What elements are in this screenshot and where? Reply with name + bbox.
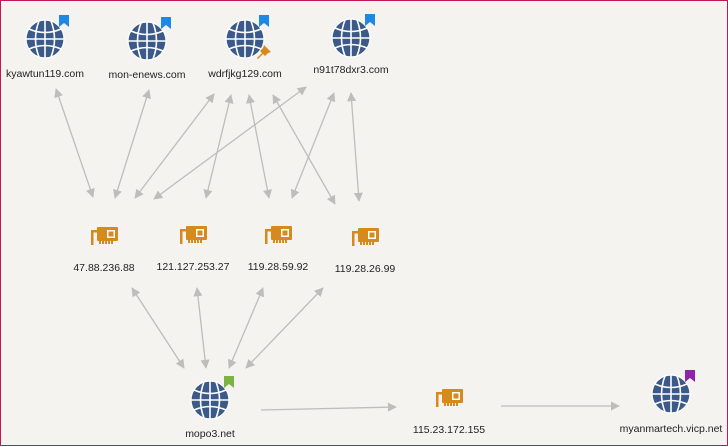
edge-ip4-mopo3 xyxy=(245,287,324,369)
globe-icon xyxy=(25,19,65,59)
network-card-icon xyxy=(352,228,379,246)
edge-wdrfjkg129-ip1 xyxy=(134,93,215,199)
network-card-icon xyxy=(91,227,118,245)
bookmark-flag-icon xyxy=(224,376,234,388)
bookmark-flag-icon xyxy=(259,15,269,27)
globe-icon xyxy=(331,18,371,58)
network-card-icon xyxy=(265,226,292,244)
domain-label: n91t78dxr3.com xyxy=(313,64,389,76)
domain-node-mon-enews[interactable]: mon-enews.com xyxy=(108,17,186,81)
edge-ip1-mopo3 xyxy=(131,287,185,369)
edge-mon-enews-ip1 xyxy=(113,89,151,199)
globe-icon xyxy=(225,19,265,59)
domain-label: wdrfjkg129.com xyxy=(207,68,282,80)
edge-wdrfjkg129-ip4 xyxy=(272,94,336,205)
network-card-icon xyxy=(436,389,463,407)
ip-label: 119.28.59.92 xyxy=(248,261,309,273)
network-card-icon xyxy=(180,226,207,244)
edge-ip2-mopo3 xyxy=(193,287,210,369)
ip-label: 115.23.172.155 xyxy=(413,424,485,436)
domain-node-wdrfjkg129[interactable]: wdrfjkg129.com xyxy=(207,15,282,80)
ip-label: 121.127.253.27 xyxy=(157,261,230,273)
bookmark-flag-icon xyxy=(685,370,695,382)
ip-node-ip3[interactable]: 119.28.59.92 xyxy=(248,226,309,273)
ip-label: 47.88.236.88 xyxy=(73,262,134,274)
edge-n91t78dxr3-ip1 xyxy=(153,86,307,200)
edge-n91t78dxr3-ip4 xyxy=(347,92,363,202)
bookmark-flag-icon xyxy=(59,15,69,27)
domain-label: myanmartech.vicp.net xyxy=(620,423,723,435)
ip-node-ip2[interactable]: 121.127.253.27 xyxy=(157,226,230,273)
bookmark-flag-icon xyxy=(161,17,171,29)
pushpin-icon xyxy=(257,45,271,59)
ip-node-ip1[interactable]: 47.88.236.88 xyxy=(73,227,135,274)
domain-node-mopo3[interactable]: mopo3.net xyxy=(185,376,235,440)
domain-node-n91t78dxr3[interactable]: n91t78dxr3.com xyxy=(313,14,389,76)
edge-wdrfjkg129-ip2 xyxy=(203,94,234,199)
edge-kyawtun119-ip1 xyxy=(54,88,95,198)
edge-wdrfjkg129-ip3 xyxy=(246,94,272,199)
ip-node-ip4[interactable]: 119.28.26.99 xyxy=(335,228,396,275)
domain-node-kyawtun119[interactable]: kyawtun119.com xyxy=(6,15,84,80)
domain-label: kyawtun119.com xyxy=(6,68,84,80)
edge-n91t78dxr3-ip3 xyxy=(290,92,336,199)
edge-mopo3-ip5 xyxy=(260,402,397,412)
ip-node-ip5[interactable]: 115.23.172.155 xyxy=(413,389,485,436)
bookmark-flag-icon xyxy=(365,14,375,26)
domain-label: mon-enews.com xyxy=(108,69,185,81)
domain-label: mopo3.net xyxy=(185,428,235,440)
globe-icon xyxy=(651,374,691,414)
globe-icon xyxy=(127,21,167,61)
globe-icon xyxy=(190,380,230,420)
ip-label: 119.28.26.99 xyxy=(335,263,396,275)
domain-node-myanmartech[interactable]: myanmartech.vicp.net xyxy=(620,370,723,435)
